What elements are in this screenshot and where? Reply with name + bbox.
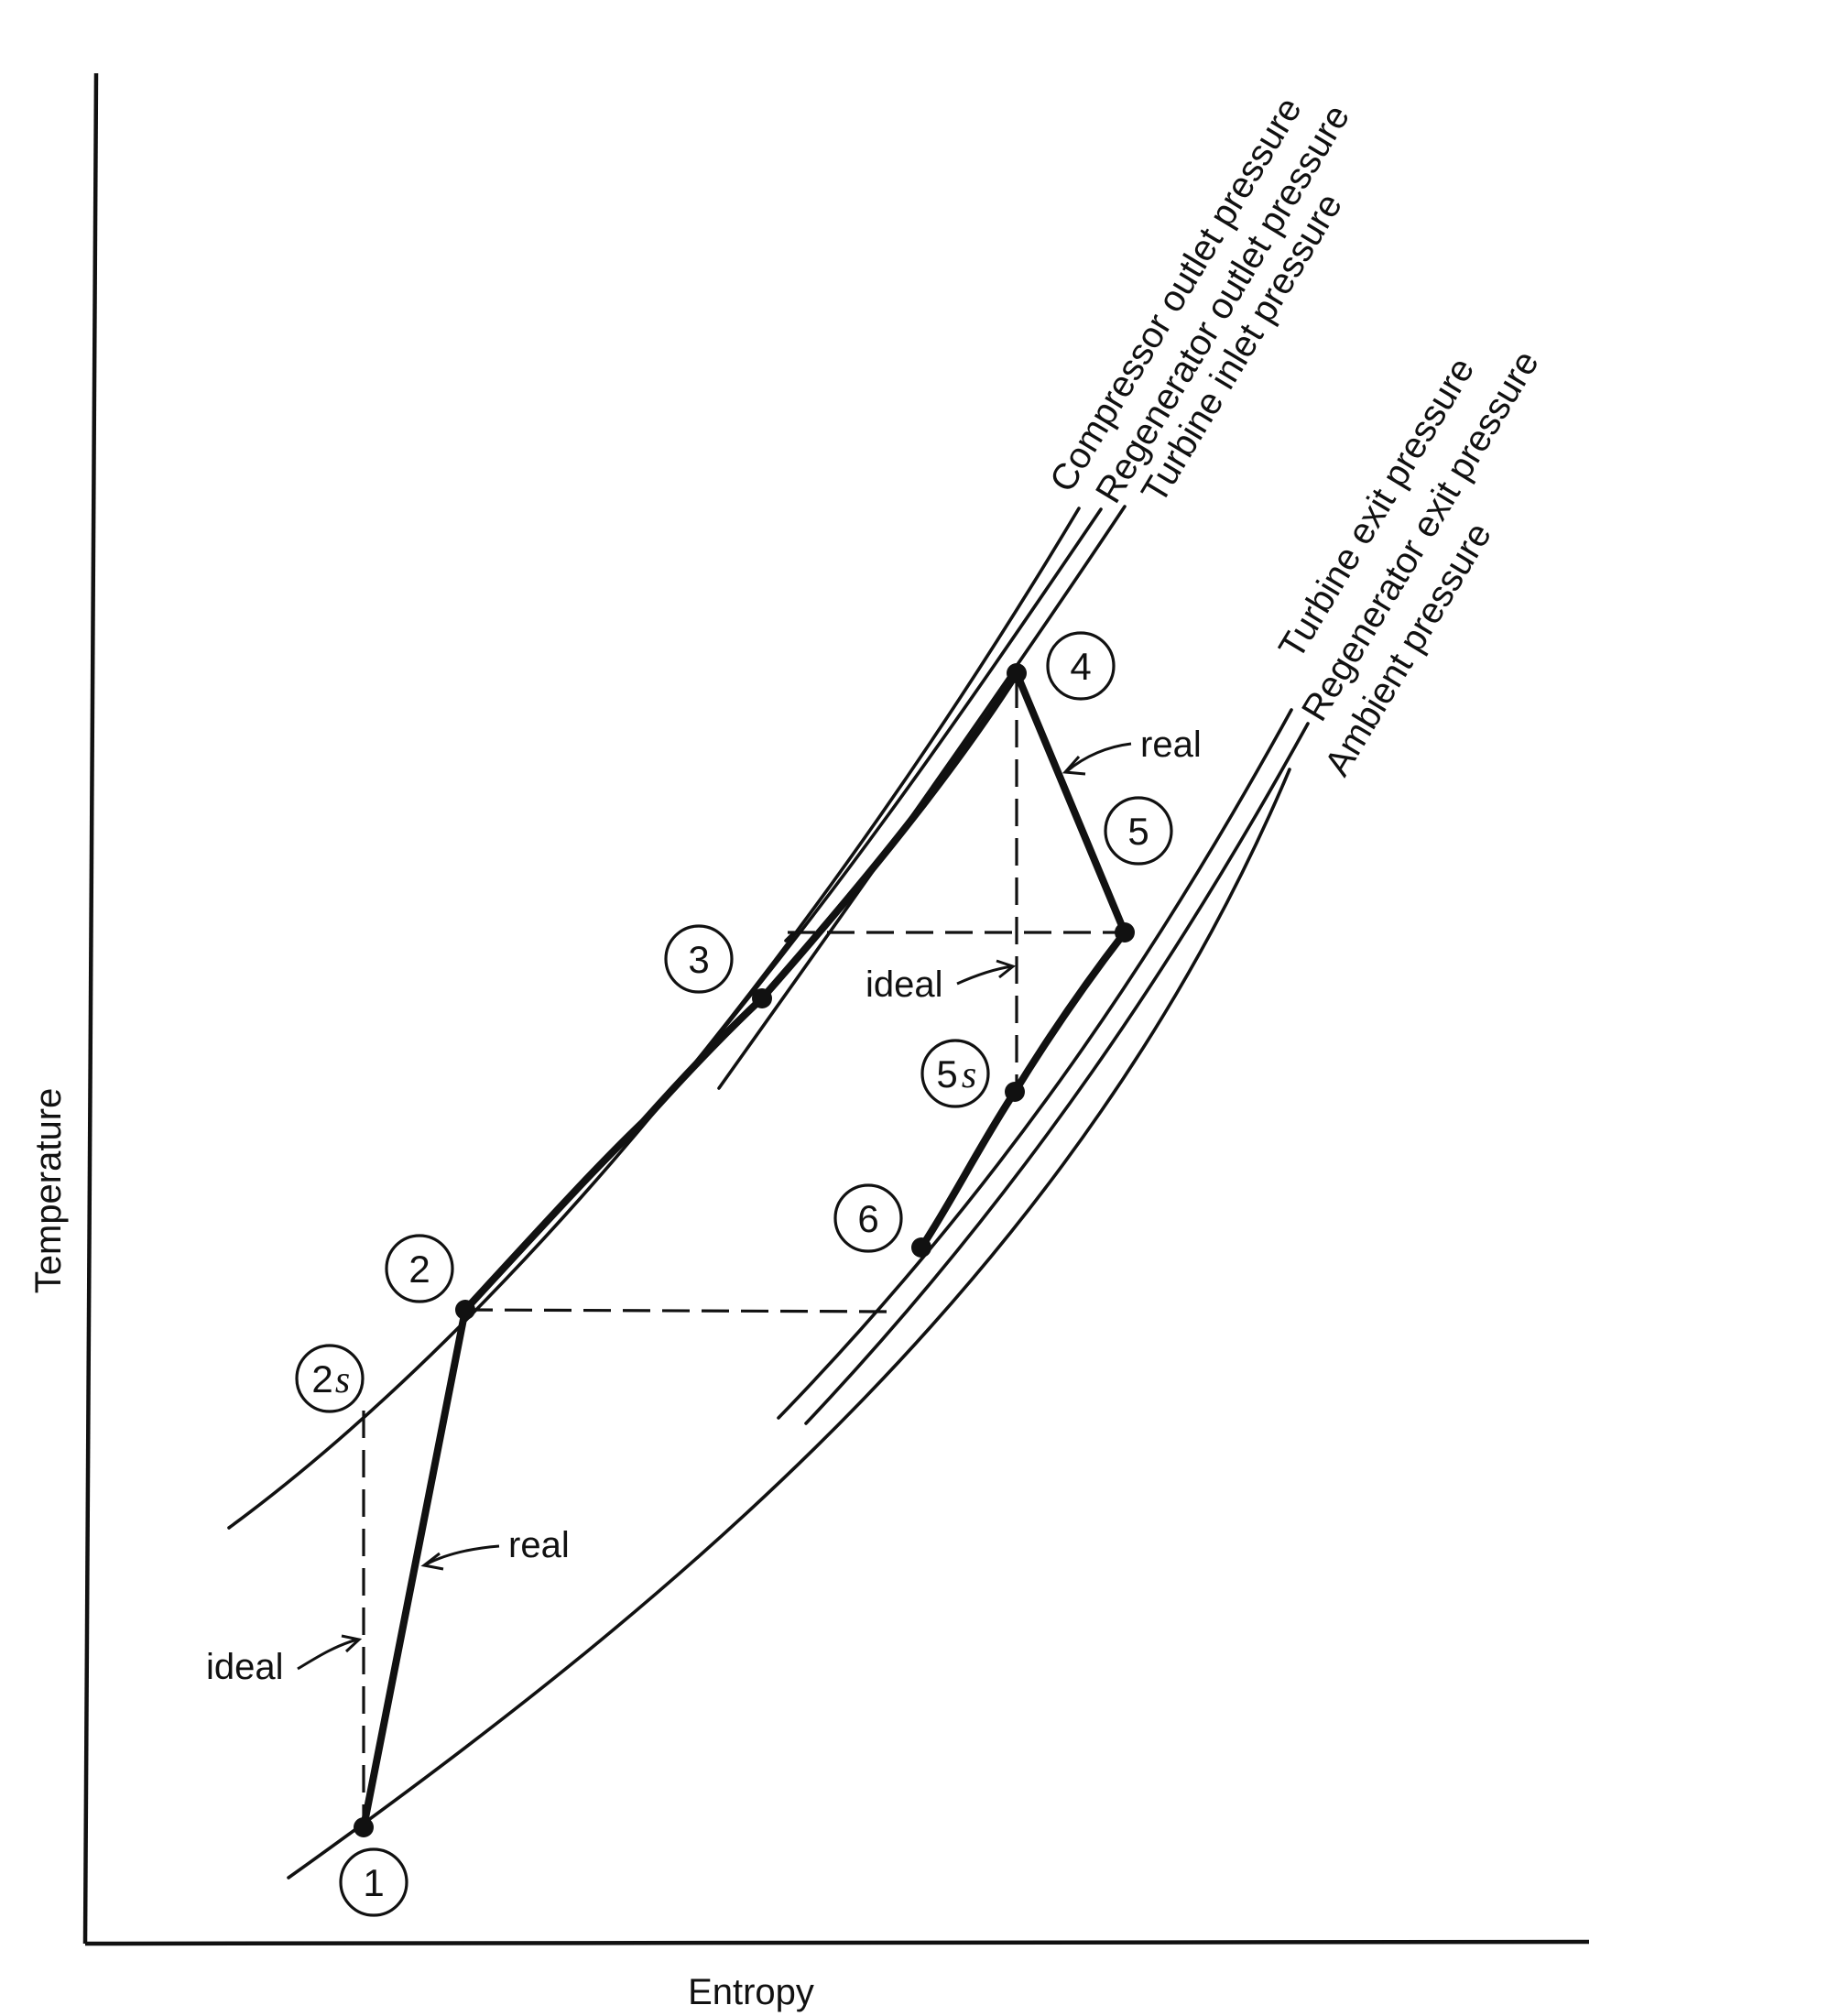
svg-text:3: 3 [688, 938, 709, 981]
state-label-3: 3 [664, 924, 734, 994]
state-labels: 1 2 2 s 3 4 5 5 s 6 [295, 631, 1173, 1917]
svg-text:2: 2 [311, 1357, 332, 1400]
svg-text:real: real [508, 1525, 570, 1565]
turbine-ideal-annotation: ideal [866, 959, 1017, 1005]
regenerator-outlet-label: Regenerator outlet pressure [1088, 98, 1357, 510]
low-pressure-isobars [287, 708, 1310, 1880]
state-label-5s: 5 s [920, 1039, 990, 1108]
svg-text:1: 1 [363, 1861, 384, 1904]
svg-text:2: 2 [408, 1248, 430, 1291]
state-point-3 [752, 988, 772, 1008]
svg-text:ideal: ideal [206, 1647, 284, 1687]
regenerator-heating-line [462, 995, 766, 1313]
compression-real-line [360, 1306, 469, 1831]
state-point-5 [1115, 922, 1135, 943]
x-axis-label: Entropy [688, 1972, 814, 2012]
combustor-heating-line [758, 670, 1020, 1002]
state-points [354, 663, 1135, 1837]
svg-text:4: 4 [1070, 645, 1091, 688]
regenerator-outlet-isobar [639, 507, 1103, 1128]
state-label-2s: 2 s [295, 1344, 365, 1413]
expansion-real-line [1013, 670, 1128, 936]
state-point-2 [455, 1300, 475, 1320]
state-label-4: 4 [1046, 631, 1116, 701]
regenerator-cold-side-line [464, 1308, 894, 1313]
state-point-1 [354, 1817, 374, 1837]
compressor-real-annotation: real [420, 1525, 570, 1571]
svg-text:5: 5 [936, 1052, 957, 1095]
state-label-2: 2 [385, 1234, 454, 1303]
state-label-1: 1 [339, 1847, 408, 1917]
svg-text:6: 6 [857, 1197, 878, 1240]
svg-text:s: s [962, 1054, 976, 1096]
ambient-isobar [287, 768, 1291, 1880]
turbine-real-annotation: real [1062, 725, 1202, 776]
y-axis [82, 72, 99, 1945]
svg-text:5: 5 [1127, 810, 1149, 853]
x-axis [84, 1939, 1590, 1946]
process-lines [360, 670, 1128, 1831]
regenerator-exit-isobar [804, 722, 1310, 1425]
svg-text:s: s [335, 1359, 350, 1401]
y-axis-label: Temperature [28, 1088, 69, 1294]
state-point-4 [1007, 663, 1027, 683]
state-point-6 [911, 1237, 931, 1258]
state-point-5s [1005, 1082, 1025, 1102]
svg-text:real: real [1140, 725, 1202, 765]
state-label-5: 5 [1104, 796, 1173, 866]
state-label-6: 6 [833, 1183, 903, 1253]
isobar-labels: Compressor outlet pressure Regenerator o… [1042, 91, 1547, 783]
turbine-exit-isobar [777, 708, 1293, 1420]
compressor-ideal-annotation: ideal [206, 1634, 363, 1687]
annotations: real ideal real ideal [206, 725, 1202, 1687]
svg-text:ideal: ideal [866, 964, 943, 1005]
axes: Entropy Temperature [28, 72, 1590, 2012]
dashed-lines [362, 681, 1125, 1818]
